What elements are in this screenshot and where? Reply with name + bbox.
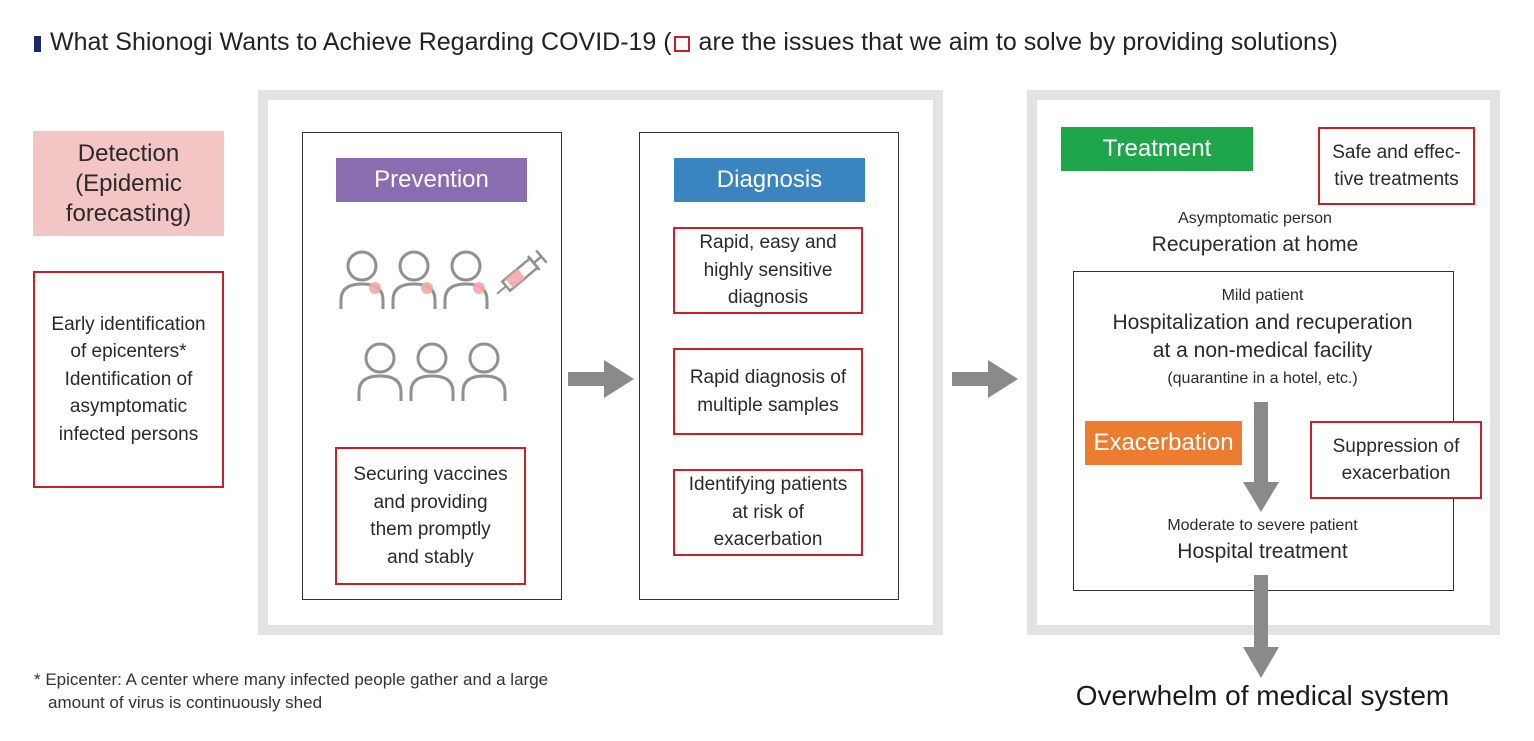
person-icon <box>339 250 385 311</box>
person-icon <box>391 250 437 311</box>
treatment-issue-box: Safe and effec- tive treatments <box>1318 127 1475 205</box>
person-icon <box>461 342 507 403</box>
arrow-right-icon <box>568 360 634 398</box>
prevention-label: Prevention <box>336 158 527 202</box>
arrow-right-icon <box>952 360 1018 398</box>
person-icon <box>357 342 403 403</box>
page-title: What Shionogi Wants to Achieve Regarding… <box>50 28 1338 57</box>
arrow-down-icon <box>1243 402 1279 512</box>
footnote: * Epicenter: A center where many infecte… <box>34 670 549 712</box>
overwhelm-label: Overwhelm of medical system <box>1075 680 1450 711</box>
person-icon <box>409 342 455 403</box>
recuperation-at-home-label: Recuperation at home <box>1151 233 1359 256</box>
title-suffix: are the issues that we aim to solve by p… <box>691 28 1338 56</box>
people-illustration <box>339 249 548 403</box>
treatment-label: Treatment <box>1061 127 1253 171</box>
syringe-icon <box>496 249 548 295</box>
suppression-issue-box: Suppression of exacerbation <box>1310 421 1482 499</box>
diagnosis-issue-box-2: Rapid diagnosis of multiple samples <box>673 348 863 435</box>
quarantine-note: (quarantine in a hotel, etc.) <box>1167 370 1358 387</box>
person-icon <box>443 250 489 311</box>
mild-treatment-label: Hospitalization and recuperation at a no… <box>1112 311 1413 362</box>
diagnosis-issue-box-3: Identifying patients at risk of exacerba… <box>673 469 863 556</box>
issue-legend-square-icon <box>673 36 690 52</box>
asymptomatic-person-label: Asymptomatic person <box>1178 210 1332 227</box>
arrow-down-icon <box>1243 575 1279 678</box>
severe-patient-label: Moderate to severe patient <box>1167 517 1358 534</box>
hospital-treatment-label: Hospital treatment <box>1177 540 1348 563</box>
detection-label: Detection (Epidemic forecasting) <box>33 131 224 236</box>
mild-patient-label: Mild patient <box>1221 287 1304 304</box>
title-prefix: What Shionogi Wants to Achieve Regarding… <box>50 28 672 56</box>
diagnosis-issue-box-1: Rapid, easy and highly sensitive diagnos… <box>673 227 863 314</box>
exacerbation-label: Exacerbation <box>1085 421 1242 465</box>
title-marker <box>34 36 41 52</box>
diagnosis-label: Diagnosis <box>674 158 865 202</box>
prevention-issue-box: Securing vaccines and providing them pro… <box>335 447 526 585</box>
detection-issue-box: Early identification of epicenters* Iden… <box>33 271 224 488</box>
